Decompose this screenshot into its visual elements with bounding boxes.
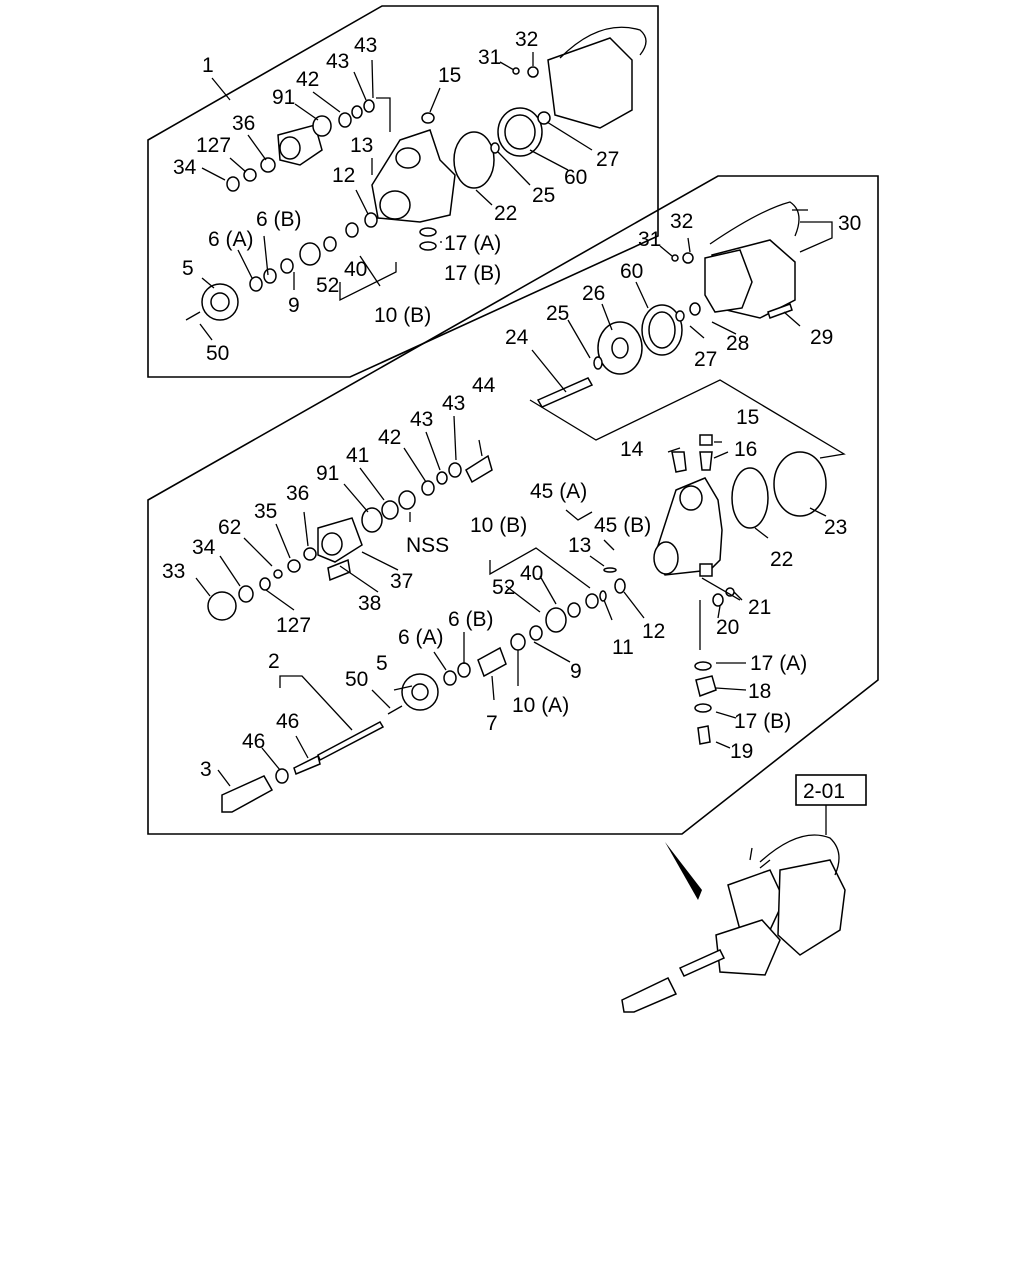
callout: 36	[232, 112, 255, 135]
callout: 35	[254, 500, 277, 523]
callout: 43	[326, 50, 349, 73]
callout: 91	[272, 86, 295, 109]
callout: 9	[288, 294, 300, 317]
callout: 12	[642, 620, 665, 643]
callout: 6 (A)	[208, 228, 254, 251]
callout: 24	[505, 326, 529, 349]
callout: 91	[316, 462, 339, 485]
callout: 43	[354, 34, 377, 57]
callout: 50	[345, 668, 368, 691]
callout: 10 (B)	[374, 304, 431, 327]
callout: 13	[350, 134, 373, 157]
callout: 11	[612, 636, 634, 659]
callout: 44	[472, 374, 496, 397]
lower-callouts: 30 32 31 60 26 25 24 28 29 27 15 14 16 4…	[162, 210, 861, 781]
callout: 15	[438, 64, 461, 87]
callout: 5	[376, 652, 388, 675]
callout: 43	[442, 392, 465, 415]
lower-assembly-frame	[147, 175, 879, 835]
callout: 17 (B)	[444, 262, 501, 285]
callout: 62	[218, 516, 241, 539]
callout: 127	[196, 134, 231, 157]
callout: 46	[276, 710, 299, 733]
callout: 22	[770, 548, 793, 571]
callout: 33	[162, 560, 185, 583]
callout: 42	[296, 68, 319, 91]
callout: NSS	[406, 534, 449, 557]
upper-leaders	[199, 52, 593, 341]
callout: 38	[358, 592, 381, 615]
callout: 1	[202, 54, 214, 77]
callout: 21	[748, 596, 771, 619]
callout: 30	[838, 212, 861, 235]
callout: 31	[478, 46, 501, 69]
callout: 34	[173, 156, 197, 179]
callout: 18	[748, 680, 771, 703]
callout: 32	[515, 28, 538, 51]
callout: 2	[268, 650, 280, 673]
callout: 42	[378, 426, 401, 449]
callout: 27	[596, 148, 619, 171]
callout: 15	[736, 406, 759, 429]
callout: 43	[410, 408, 433, 431]
callout: 34	[192, 536, 216, 559]
callout: 10 (B)	[470, 514, 527, 537]
callout: 26	[582, 282, 605, 305]
reference-inset: 2-01	[621, 774, 867, 1013]
lower-parts	[207, 201, 827, 813]
callout: 52	[316, 274, 339, 297]
callout: 22	[494, 202, 517, 225]
callout: 10 (A)	[512, 694, 569, 717]
callout: 28	[726, 332, 749, 355]
callout: 45 (A)	[530, 480, 587, 503]
callout: 52	[492, 576, 515, 599]
callout: 7	[486, 712, 498, 735]
callout: 36	[286, 482, 309, 505]
callout: 23	[824, 516, 847, 539]
callout: 25	[546, 302, 569, 325]
callout: 19	[730, 740, 753, 763]
callout: 5	[182, 257, 194, 280]
callout: 60	[620, 260, 643, 283]
callout: 46	[242, 730, 265, 753]
callout: 40	[520, 562, 543, 585]
callout: 45 (B)	[594, 514, 651, 537]
callout: 6 (B)	[256, 208, 302, 231]
callout: 12	[332, 164, 355, 187]
callout: 17 (A)	[444, 232, 501, 255]
callout: 13	[568, 534, 591, 557]
callout: 127	[276, 614, 311, 637]
callout: 9	[570, 660, 582, 683]
callout: 32	[670, 210, 693, 233]
callout: 14	[620, 438, 644, 461]
callout: 6 (B)	[448, 608, 494, 631]
callout: 6 (A)	[398, 626, 444, 649]
callout: 41	[346, 444, 369, 467]
callout: 27	[694, 348, 717, 371]
upper-callouts: 1 43 43 42 91 36 127 34 13 15 31 32 27 6…	[173, 28, 619, 365]
upper-assembly-frame	[147, 5, 659, 378]
callout: 3	[200, 758, 212, 781]
callout: 16	[734, 438, 757, 461]
upper-parts	[185, 26, 647, 321]
reference-box-label: 2-01	[803, 780, 845, 803]
callout: 31	[638, 228, 661, 251]
callout: 50	[206, 342, 229, 365]
callout: 20	[716, 616, 739, 639]
callout: 60	[564, 166, 587, 189]
callout: 25	[532, 184, 555, 207]
callout: 40	[344, 258, 367, 281]
callout: 37	[390, 570, 413, 593]
callout: 17 (B)	[734, 710, 791, 733]
callout: 29	[810, 326, 833, 349]
lower-leaders	[195, 209, 846, 787]
callout: 17 (A)	[750, 652, 807, 675]
